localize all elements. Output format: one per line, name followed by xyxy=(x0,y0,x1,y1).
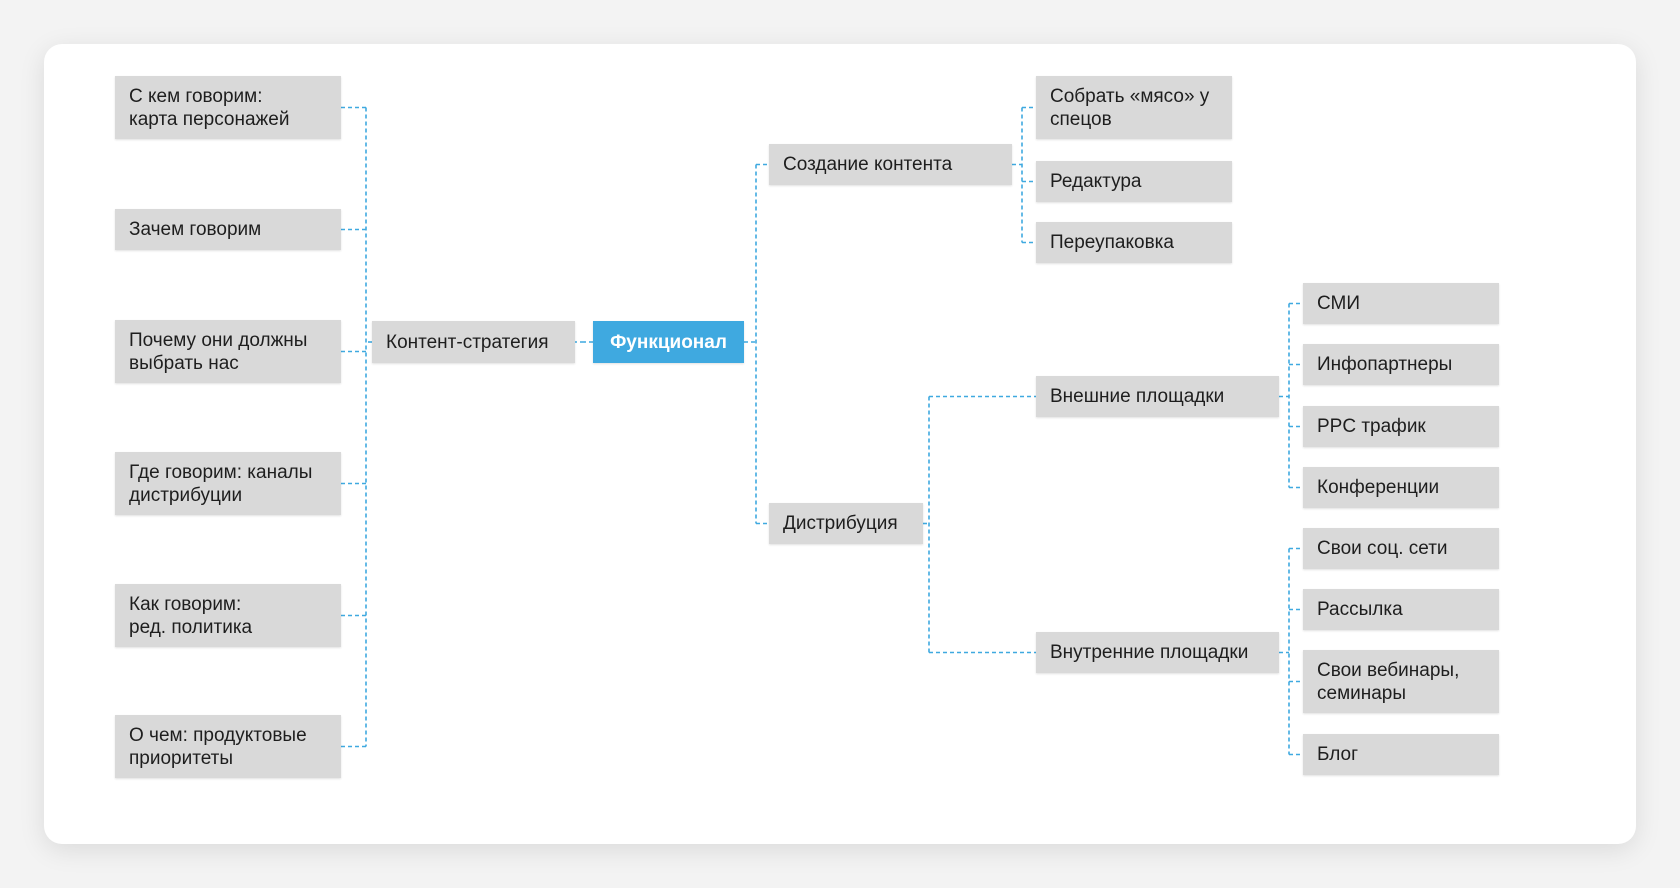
strategy-item-priorities: О чем: продуктовые приоритеты xyxy=(115,715,341,778)
strategy-item-channels: Где говорим: каналы дистрибуции xyxy=(115,452,341,515)
external-platforms-node: Внешние площадки xyxy=(1036,376,1279,417)
internal-item-social: Свои соц. сети xyxy=(1303,528,1499,569)
external-item-ppc: PPC трафик xyxy=(1303,406,1499,447)
mindmap-canvas: Функционал Контент-стратегия С кем говор… xyxy=(44,44,1636,844)
internal-item-newsletter: Рассылка xyxy=(1303,589,1499,630)
internal-item-webinars: Свои вебинары, семинары xyxy=(1303,650,1499,713)
content-creation-node: Создание контента xyxy=(769,144,1012,185)
distribution-node: Дистрибуция xyxy=(769,503,923,544)
creation-item-editing: Редактура xyxy=(1036,161,1232,202)
content-strategy-node: Контент-стратегия xyxy=(372,321,575,363)
external-item-media: СМИ xyxy=(1303,283,1499,324)
root-node: Функционал xyxy=(593,321,744,363)
strategy-item-why: Зачем говорим xyxy=(115,209,341,250)
internal-platforms-node: Внутренние площадки xyxy=(1036,632,1279,673)
internal-item-blog: Блог xyxy=(1303,734,1499,775)
external-item-conferences: Конференции xyxy=(1303,467,1499,508)
strategy-item-audience: С кем говорим: карта персонажей xyxy=(115,76,341,139)
connector-lines xyxy=(341,106,1303,756)
creation-item-repackaging: Переупаковка xyxy=(1036,222,1232,263)
strategy-item-editorial-policy: Как говорим: ред. политика xyxy=(115,584,341,647)
external-item-info-partners: Инфопартнеры xyxy=(1303,344,1499,385)
strategy-item-reasons: Почему они должны выбрать нас xyxy=(115,320,341,383)
creation-item-gather: Собрать «мясо» у спецов xyxy=(1036,76,1232,139)
